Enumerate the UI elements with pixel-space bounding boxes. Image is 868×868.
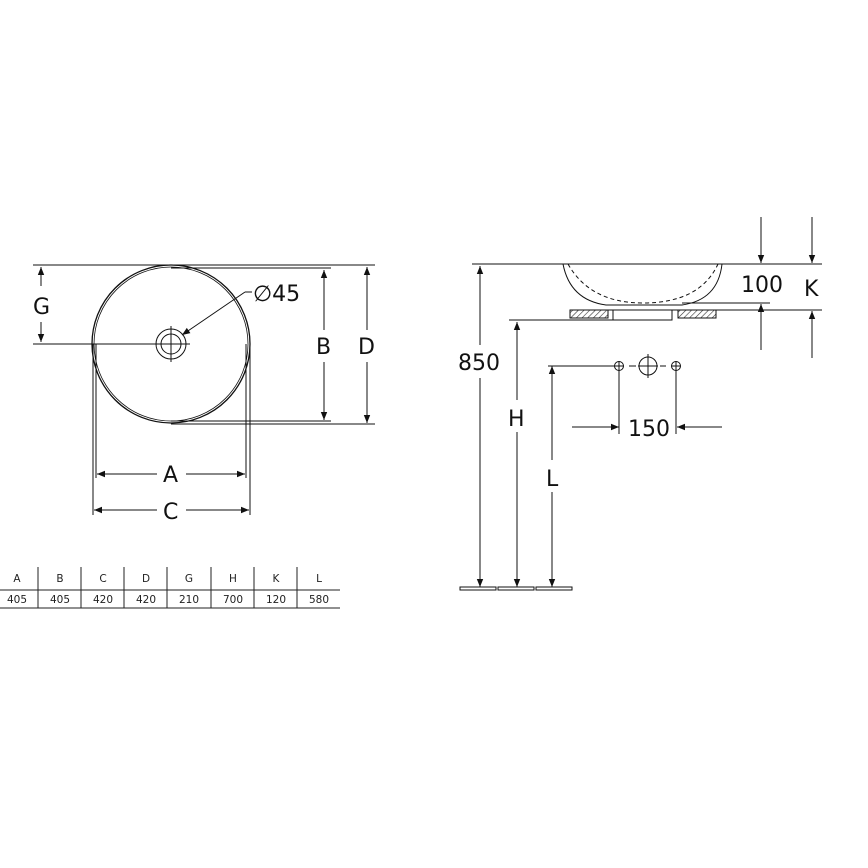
- basin-profile: [562, 263, 723, 306]
- table-header-k: K: [273, 573, 281, 585]
- dimension-table: [0, 567, 340, 609]
- label-drain-diameter: ∅45: [253, 282, 300, 307]
- countertop-left: [569, 309, 609, 319]
- table-header-g: G: [185, 573, 193, 585]
- tap-hole-left-icon: [614, 361, 624, 371]
- table-header-a: A: [13, 573, 21, 585]
- label-d: D: [358, 335, 375, 360]
- label-l: L: [546, 467, 559, 492]
- table-header-l: L: [316, 573, 322, 585]
- label-g: G: [33, 295, 50, 320]
- table-value-g: 210: [179, 594, 199, 606]
- top-view: [33, 264, 375, 515]
- tap-hole-center-icon: [629, 354, 666, 378]
- label-150: 150: [628, 417, 670, 442]
- table-value-d: 420: [136, 594, 156, 606]
- table-value-l: 580: [309, 594, 329, 606]
- table-header-d: D: [142, 573, 150, 585]
- countertop-right: [677, 309, 717, 319]
- table-value-c: 420: [93, 594, 113, 606]
- table-value-a: 405: [7, 594, 27, 606]
- label-c: C: [163, 500, 178, 525]
- table-value-h: 700: [223, 594, 243, 606]
- table-header-h: H: [229, 573, 237, 585]
- table-value-k: 120: [266, 594, 286, 606]
- floor: [459, 586, 573, 591]
- label-b: B: [316, 335, 331, 360]
- tap-hole-right-icon: [671, 361, 681, 371]
- table-value-b: 405: [50, 594, 70, 606]
- label-h: H: [508, 407, 525, 432]
- label-a: A: [163, 463, 178, 488]
- label-k: K: [804, 277, 819, 302]
- label-100: 100: [741, 273, 783, 298]
- table-header-b: B: [56, 573, 63, 585]
- table-header-c: C: [99, 573, 106, 585]
- drain-icon: [153, 326, 189, 362]
- side-view: [459, 217, 822, 591]
- label-850: 850: [458, 351, 500, 376]
